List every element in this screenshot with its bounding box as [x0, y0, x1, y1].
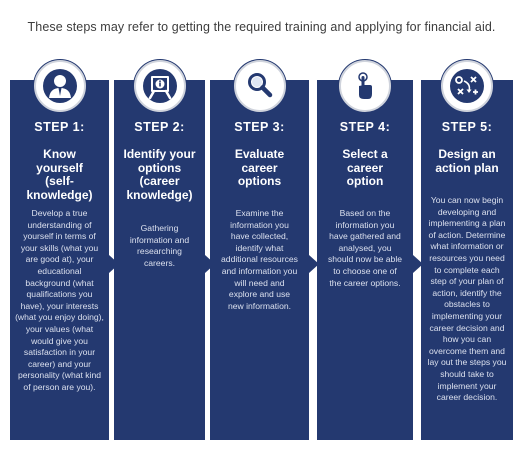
step-1-title: Know yourself (self-knowledge)	[26, 147, 93, 202]
step-1-description: Develop a true understanding of yourself…	[15, 208, 104, 392]
step-5-title: Design an action plan	[435, 147, 499, 175]
step-2-title: Identify your options (career knowledge)	[123, 147, 196, 202]
step-3-panel: STEP 3: Evaluate career options Examine …	[210, 60, 309, 440]
step-5-panel: STEP 5: Design an action plan You can no…	[421, 60, 513, 440]
info-board-icon	[133, 60, 186, 112]
magnifier-icon	[233, 60, 286, 112]
person-icon	[33, 60, 86, 112]
step-5-label: STEP 5:	[441, 120, 493, 134]
step-4-title: Select a career option	[342, 147, 388, 188]
step-3-title: Evaluate career options	[234, 147, 285, 188]
pointer-hand-icon	[339, 60, 391, 112]
strategy-icon	[441, 60, 493, 112]
step-1-panel: STEP 1: Know yourself (self-knowledge) D…	[10, 60, 109, 440]
step-2-panel: STEP 2: Identify your options (career kn…	[114, 60, 205, 440]
step-4-description: Based on the information you have gather…	[327, 208, 403, 288]
step-1-label: STEP 1:	[34, 120, 85, 134]
step-2-description: Gathering information and researching ca…	[129, 223, 190, 268]
step-3-description: Examine the information you have collect…	[221, 208, 298, 311]
step-4-label: STEP 4:	[339, 120, 391, 134]
step-5-description: You can now begin developing and impleme…	[427, 195, 507, 403]
step-3-arrow	[309, 255, 319, 273]
step-2-label: STEP 2:	[134, 120, 185, 134]
intro-text: These steps may refer to getting the req…	[27, 20, 496, 34]
step-4-arrow	[413, 255, 423, 273]
step-3-label: STEP 3:	[234, 120, 285, 134]
step-4-panel: STEP 4: Select a career option Based on …	[317, 60, 413, 440]
